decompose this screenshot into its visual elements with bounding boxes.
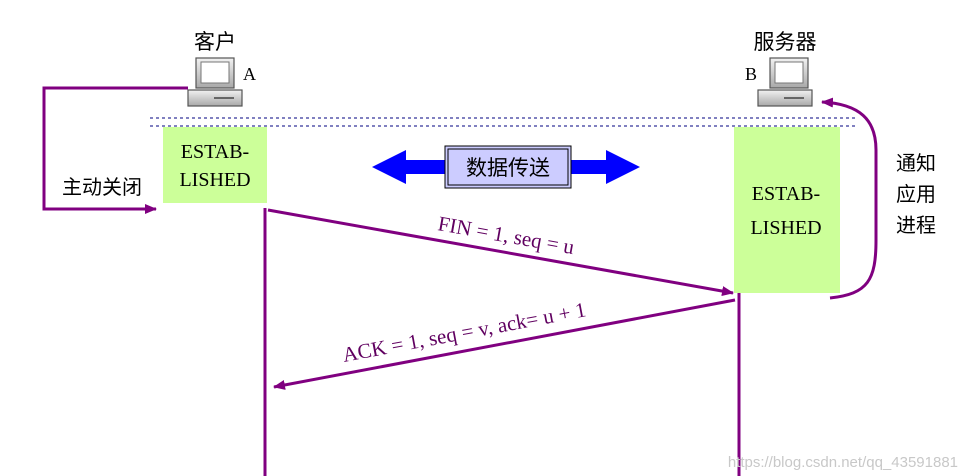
ack-message-label: ACK = 1, seq = v, ack= u + 1 [340,297,587,366]
client-title: 客户 [194,30,236,54]
client-computer-icon [187,57,243,107]
fin-message-arrow [267,208,734,296]
server-action-bg [884,146,948,242]
server-action-line1: 通知 [896,151,936,175]
client-action-label: 主动关闭 [62,175,142,199]
data-transfer-label: 数据传送 [466,156,550,180]
server-notify-loop [821,97,878,300]
server-state-line2: LISHED [750,217,821,239]
client-state-box [163,127,267,203]
server-title: 服务器 [754,30,817,54]
data-transfer-label-box [444,145,572,189]
client-state-line2: LISHED [179,169,250,191]
client-tag: A [243,64,256,84]
server-action-line3: 进程 [896,213,936,237]
server-state-box [734,127,840,293]
server-tag: B [745,64,757,84]
server-action-line2: 应用 [896,182,936,206]
server-state-line1: ESTAB- [752,183,820,205]
client-action-bg [46,172,158,202]
ack-message-arrow [273,298,736,390]
client-state-line1: ESTAB- [181,141,249,163]
watermark-text: https://blog.csdn.net/qq_43591881 [728,454,958,471]
server-computer-icon [757,57,813,107]
client-close-loop [42,86,188,214]
